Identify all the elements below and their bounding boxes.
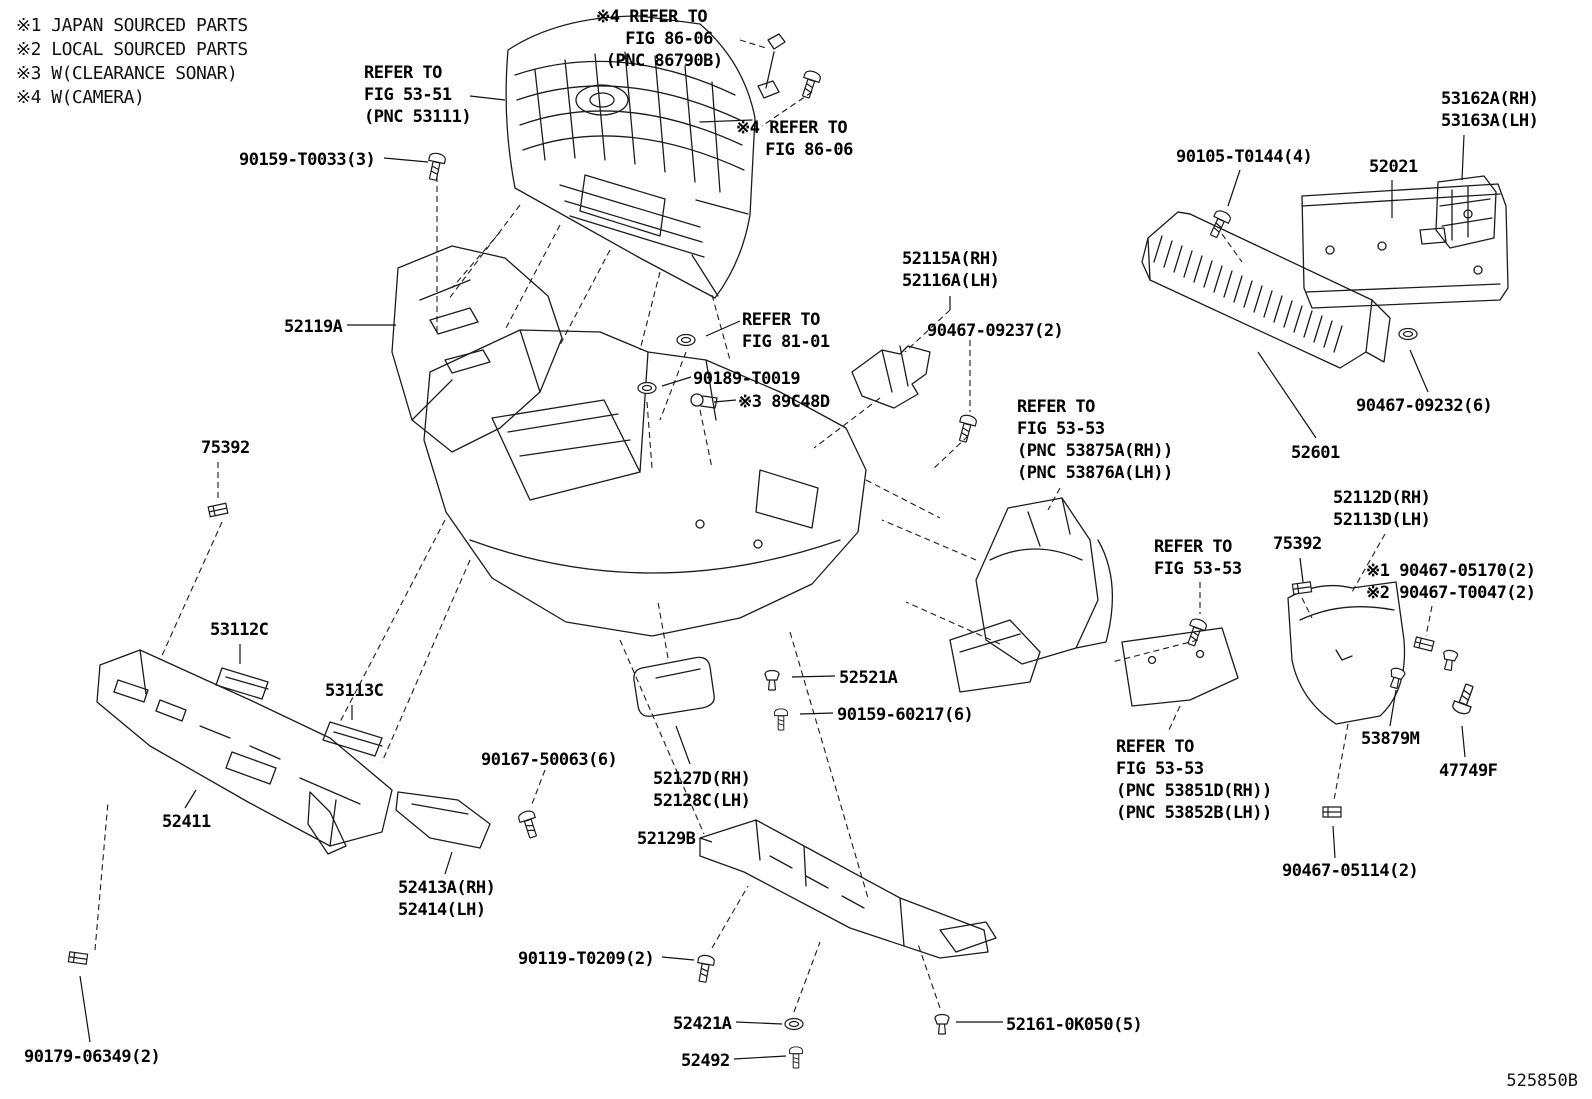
part-label-90467-09232: 90467-09232(6) bbox=[1356, 396, 1493, 416]
pad-53112C bbox=[215, 667, 269, 700]
part-label-53112C: 53112C bbox=[210, 620, 269, 640]
part-label-52492: 52492 bbox=[681, 1051, 730, 1071]
part-label-52161-0K050: 52161-0K050(5) bbox=[1006, 1015, 1143, 1035]
part-label-90119-T0209: 90119-T0209(2) bbox=[518, 949, 655, 969]
part-label-90189-T0019: 90189-T0019 bbox=[693, 369, 801, 389]
part-label-52119A: 52119A bbox=[284, 317, 343, 337]
part-label-90467-05170: ※1 90467-05170(2) ※2 90467-T0047(2) bbox=[1366, 561, 1536, 603]
diagram-code: 525850B bbox=[1506, 1071, 1578, 1091]
part-label-refer-53-53-lower: REFER TO FIG 53-53 (PNC 53851D(RH)) (PNC… bbox=[1116, 737, 1272, 823]
part-label-90159-60217: 90159-60217(6) bbox=[837, 705, 974, 725]
part-label-refer-53-51: REFER TO FIG 53-51 (PNC 53111) bbox=[364, 63, 472, 127]
part-label-52127D: 52127D(RH) 52128C(LH) bbox=[653, 769, 751, 811]
part-label-75392-right: 75392 bbox=[1273, 534, 1322, 554]
part-label-53113C: 53113C bbox=[325, 681, 384, 701]
bumper-corner-piece bbox=[395, 791, 491, 849]
leader-lines bbox=[79, 95, 1466, 1060]
part-label-52521A: 52521A bbox=[839, 668, 898, 688]
sonar-sensor bbox=[690, 393, 718, 409]
part-label-52129B: 52129B bbox=[637, 829, 696, 849]
bumper-hole-cover bbox=[633, 656, 715, 717]
part-label-53879M: 53879M bbox=[1361, 729, 1420, 749]
part-label-90467-05114: 90467-05114(2) bbox=[1282, 861, 1419, 881]
front-bumper-cover bbox=[423, 329, 867, 637]
part-label-52112D: 52112D(RH) 52113D(LH) bbox=[1333, 488, 1431, 530]
legend-item-3: ※3 W(CLEARANCE SONAR) bbox=[16, 63, 238, 84]
part-label-90167-50063: 90167-50063(6) bbox=[481, 750, 618, 770]
part-label-90159-T0033: 90159-T0033(3) bbox=[239, 150, 376, 170]
part-label-52115A: 52115A(RH) 52116A(LH) bbox=[902, 249, 1000, 291]
mudguard bbox=[1287, 581, 1406, 725]
part-label-52413A: 52413A(RH) 52414(LH) bbox=[398, 878, 496, 920]
construction-lines bbox=[94, 39, 1433, 1013]
part-label-refer-53-53-liner: REFER TO FIG 53-53 (PNC 53875A(RH)) (PNC… bbox=[1017, 397, 1173, 483]
legend: ※1 JAPAN SOURCED PARTS ※2 LOCAL SOURCED … bbox=[16, 14, 248, 110]
fender-liner bbox=[949, 497, 1113, 693]
legend-item-4: ※4 W(CAMERA) bbox=[16, 87, 145, 108]
grille-assembly bbox=[505, 15, 756, 299]
legend-item-1: ※1 JAPAN SOURCED PARTS bbox=[16, 15, 248, 36]
part-label-52411: 52411 bbox=[162, 812, 211, 832]
part-label-89C48D: ※3 89C48D bbox=[738, 392, 830, 412]
pad-53113C bbox=[322, 721, 383, 757]
end-bracket bbox=[1435, 175, 1497, 249]
part-label-refer-86-06-top: ※4 REFER TO FIG 86-06 (PNC 86790B) bbox=[596, 7, 723, 71]
part-label-refer-53-53-right: REFER TO FIG 53-53 bbox=[1154, 537, 1242, 579]
part-label-refer-86-06-right: ※4 REFER TO FIG 86-06 bbox=[736, 118, 853, 160]
part-label-52601: 52601 bbox=[1291, 443, 1340, 463]
part-label-47749F: 47749F bbox=[1439, 761, 1498, 781]
part-label-90105-T0144: 90105-T0144(4) bbox=[1176, 147, 1313, 167]
part-label-refer-81-01: REFER TO FIG 81-01 bbox=[742, 310, 830, 352]
part-label-90179-06349: 90179-06349(2) bbox=[24, 1047, 161, 1067]
bumper-side-bracket bbox=[851, 345, 931, 409]
camera-bracket bbox=[757, 33, 786, 99]
lower-bumper bbox=[96, 649, 393, 855]
part-label-75392-left: 75392 bbox=[201, 438, 250, 458]
lower-valance bbox=[699, 819, 997, 959]
part-label-90467-09237: 90467-09237(2) bbox=[927, 321, 1064, 341]
part-label-52021: 52021 bbox=[1369, 157, 1418, 177]
part-label-52421A: 52421A bbox=[673, 1014, 732, 1034]
part-label-53162A: 53162A(RH) 53163A(LH) bbox=[1441, 89, 1539, 131]
legend-item-2: ※2 LOCAL SOURCED PARTS bbox=[16, 39, 248, 60]
bumper-reinforcement bbox=[1141, 211, 1391, 369]
